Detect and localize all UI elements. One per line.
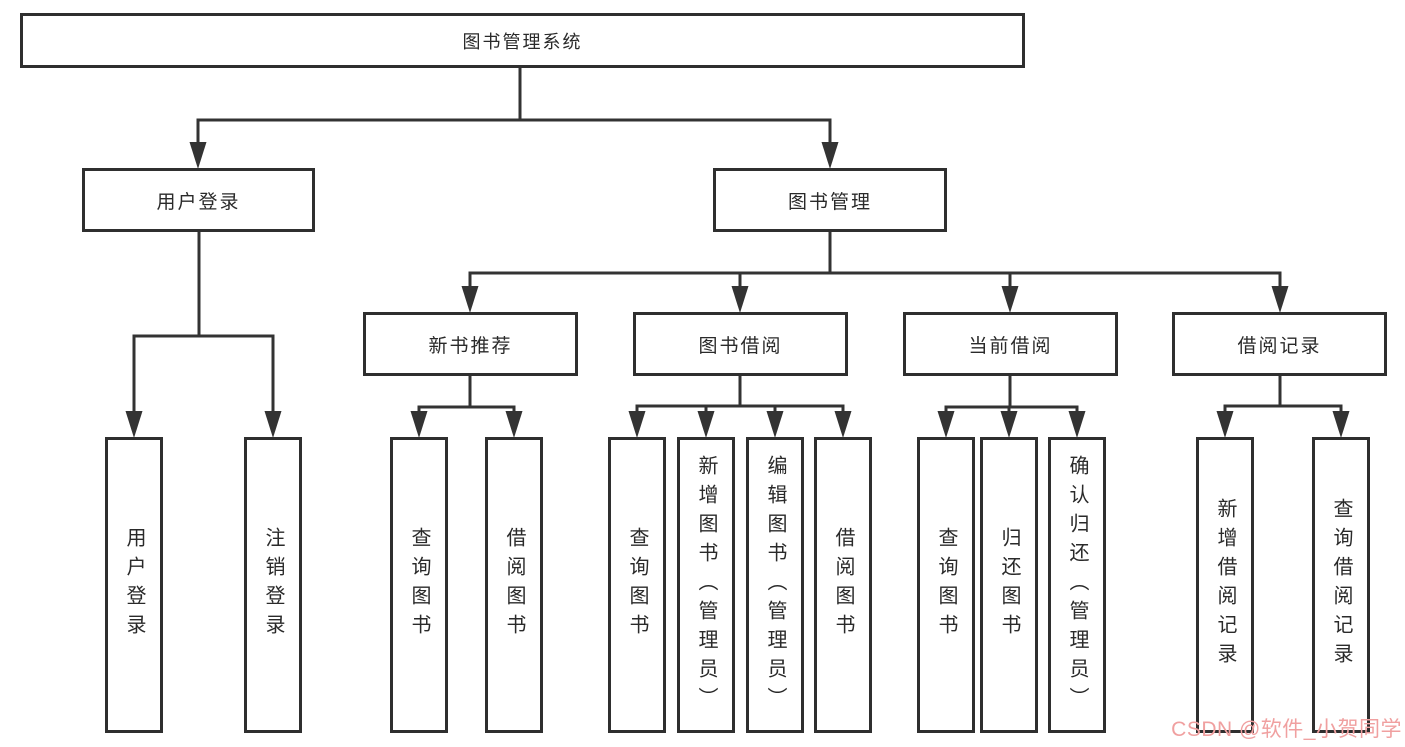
node-book-borrow: 图书借阅 xyxy=(633,312,848,376)
node-current-borrow-label: 当前借阅 xyxy=(968,335,1053,357)
arrowhead xyxy=(505,411,523,438)
node-leaf-query-book-borrow: 查询图书 xyxy=(608,437,666,733)
arrowhead xyxy=(834,411,852,438)
node-leaf-edit-book-label: 编辑图书（管理员） xyxy=(764,454,786,716)
arrowhead xyxy=(1000,411,1018,438)
node-leaf-borrow-book: 借阅图书 xyxy=(814,437,872,733)
node-leaf-logout: 注销登录 xyxy=(244,437,302,733)
csdn-watermark: CSDN @软件_小贺同学 xyxy=(1171,718,1402,741)
node-leaf-query-book-current-label: 查询图书 xyxy=(935,527,957,643)
arrowhead xyxy=(1001,286,1019,313)
node-leaf-query-book-new-label: 查询图书 xyxy=(408,527,430,643)
edge-book-borrow-to-leaves xyxy=(635,372,845,426)
node-borrow-record-label: 借阅记录 xyxy=(1237,335,1322,357)
node-borrow-record: 借阅记录 xyxy=(1172,312,1387,376)
arrowhead xyxy=(461,286,479,313)
node-leaf-query-book-borrow-label: 查询图书 xyxy=(626,527,648,643)
node-leaf-add-borrow-record: 新增借阅记录 xyxy=(1196,437,1254,733)
node-leaf-borrow-book-label: 借阅图书 xyxy=(832,527,854,643)
node-leaf-add-book-label: 新增图书（管理员） xyxy=(695,454,717,716)
node-leaf-user-login-label: 用户登录 xyxy=(123,527,145,643)
node-leaf-query-book-current: 查询图书 xyxy=(917,437,975,733)
node-leaf-logout-label: 注销登录 xyxy=(262,527,284,643)
node-book-mgmt-label: 图书管理 xyxy=(787,191,872,213)
node-leaf-borrow-book-new-label: 借阅图书 xyxy=(503,527,525,643)
arrowhead xyxy=(189,142,207,169)
arrowhead xyxy=(766,411,784,438)
arrowhead xyxy=(125,411,143,438)
node-leaf-query-borrow-record: 查询借阅记录 xyxy=(1312,437,1370,733)
arrowhead xyxy=(1068,411,1086,438)
node-book-mgmt: 图书管理 xyxy=(713,168,947,232)
node-root: 图书管理系统 xyxy=(20,13,1025,68)
arrowhead xyxy=(1332,411,1350,438)
node-leaf-return-book-label: 归还图书 xyxy=(998,527,1020,643)
node-leaf-borrow-book-new: 借阅图书 xyxy=(485,437,543,733)
node-user-login-label: 用户登录 xyxy=(156,191,241,213)
node-leaf-add-borrow-record-label: 新增借阅记录 xyxy=(1214,498,1236,672)
edge-user-login-to-leaves xyxy=(132,228,275,426)
arrowhead xyxy=(937,411,955,438)
node-root-label: 图书管理系统 xyxy=(462,31,583,52)
node-leaf-user-login: 用户登录 xyxy=(105,437,163,733)
node-leaf-edit-book: 编辑图书（管理员） xyxy=(746,437,804,733)
node-user-login: 用户登录 xyxy=(82,168,315,232)
node-leaf-return-book: 归还图书 xyxy=(980,437,1038,733)
node-book-borrow-label: 图书借阅 xyxy=(698,335,783,357)
arrowhead xyxy=(1216,411,1234,438)
arrowhead xyxy=(1271,286,1289,313)
node-leaf-confirm-return-label: 确认归还（管理员） xyxy=(1066,454,1088,716)
node-new-book-rec-label: 新书推荐 xyxy=(428,335,513,357)
node-leaf-query-book-new: 查询图书 xyxy=(390,437,448,733)
arrowhead xyxy=(697,411,715,438)
arrowhead xyxy=(264,411,282,438)
arrowhead xyxy=(410,411,428,438)
arrowhead xyxy=(731,286,749,313)
node-leaf-add-book: 新增图书（管理员） xyxy=(677,437,735,733)
edge-book-mgmt-to-level3 xyxy=(468,228,1282,302)
edge-root-to-level2 xyxy=(196,64,832,157)
arrowhead xyxy=(628,411,646,438)
node-leaf-confirm-return: 确认归还（管理员） xyxy=(1048,437,1106,733)
arrowhead xyxy=(821,142,839,169)
edge-new-book-rec-to-leaves xyxy=(417,372,516,426)
node-leaf-query-borrow-record-label: 查询借阅记录 xyxy=(1330,498,1352,672)
node-new-book-rec: 新书推荐 xyxy=(363,312,578,376)
node-current-borrow: 当前借阅 xyxy=(903,312,1118,376)
edge-borrow-record-to-leaves xyxy=(1223,372,1343,426)
